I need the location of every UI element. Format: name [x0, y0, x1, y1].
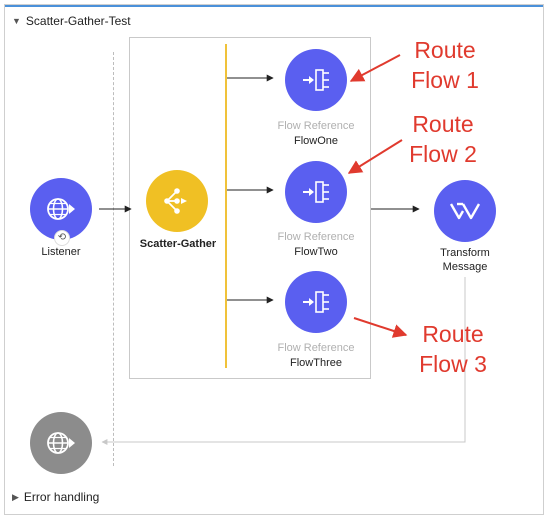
flow-reference-icon [303, 69, 329, 91]
annotation-arrow-3 [353, 317, 408, 338]
globe-icon [47, 198, 75, 220]
annotation-2-line-2: Flow 2 [409, 141, 477, 167]
annotation-arrow-1 [349, 54, 401, 82]
annotation-3-line-2: Flow 3 [419, 351, 487, 377]
route-1-name: FlowOne [293, 135, 339, 147]
scatter-gather-label: Scatter-Gather [139, 238, 217, 250]
transform-icon [449, 202, 481, 220]
error-handling-label: Error handling [23, 490, 100, 504]
flow-title: Scatter-Gather-Test [25, 14, 131, 28]
source-badge-icon: ⟲ [54, 230, 70, 246]
branch-icon [164, 188, 187, 214]
annotation-3-line-1: Route [422, 321, 484, 347]
selection-bar [5, 5, 543, 7]
listener-component[interactable] [30, 178, 92, 240]
route-3-name: FlowThree [290, 357, 342, 369]
annotation-route-1: Route Flow 1 [400, 35, 490, 95]
flow-header[interactable]: ▼ Scatter-Gather-Test [12, 14, 131, 28]
error-handling-header[interactable]: ▶ Error handling [12, 490, 99, 504]
route-2-name: FlowTwo [294, 246, 338, 258]
error-source-component[interactable] [30, 412, 92, 474]
scatter-gather-component[interactable] [146, 170, 208, 232]
flow-reference-one[interactable] [285, 49, 347, 111]
annotation-arrow-2 [347, 139, 403, 174]
connector-return [101, 277, 466, 445]
caret-right-icon[interactable]: ▶ [12, 491, 19, 502]
route-bar [225, 44, 227, 368]
route-1-type: Flow Reference [277, 120, 355, 132]
route-2-type: Flow Reference [277, 231, 355, 243]
transform-label-2: Message [442, 261, 488, 273]
flow-reference-three[interactable] [285, 271, 347, 333]
transform-component[interactable] [434, 180, 496, 242]
annotation-route-2: Route Flow 2 [398, 109, 488, 169]
source-divider [113, 52, 114, 466]
flow-reference-two[interactable] [285, 161, 347, 223]
annotation-route-3: Route Flow 3 [408, 319, 498, 379]
annotation-1-line-1: Route [414, 37, 476, 63]
globe-icon [47, 432, 75, 454]
flow-reference-icon [303, 181, 329, 203]
route-3-type: Flow Reference [277, 342, 355, 354]
annotation-1-line-2: Flow 1 [411, 67, 479, 93]
listener-label: Listener [41, 246, 81, 258]
transform-label-1: Transform [440, 247, 490, 259]
annotation-2-line-1: Route [412, 111, 474, 137]
flow-reference-icon [303, 291, 329, 313]
caret-down-icon[interactable]: ▼ [12, 16, 21, 26]
